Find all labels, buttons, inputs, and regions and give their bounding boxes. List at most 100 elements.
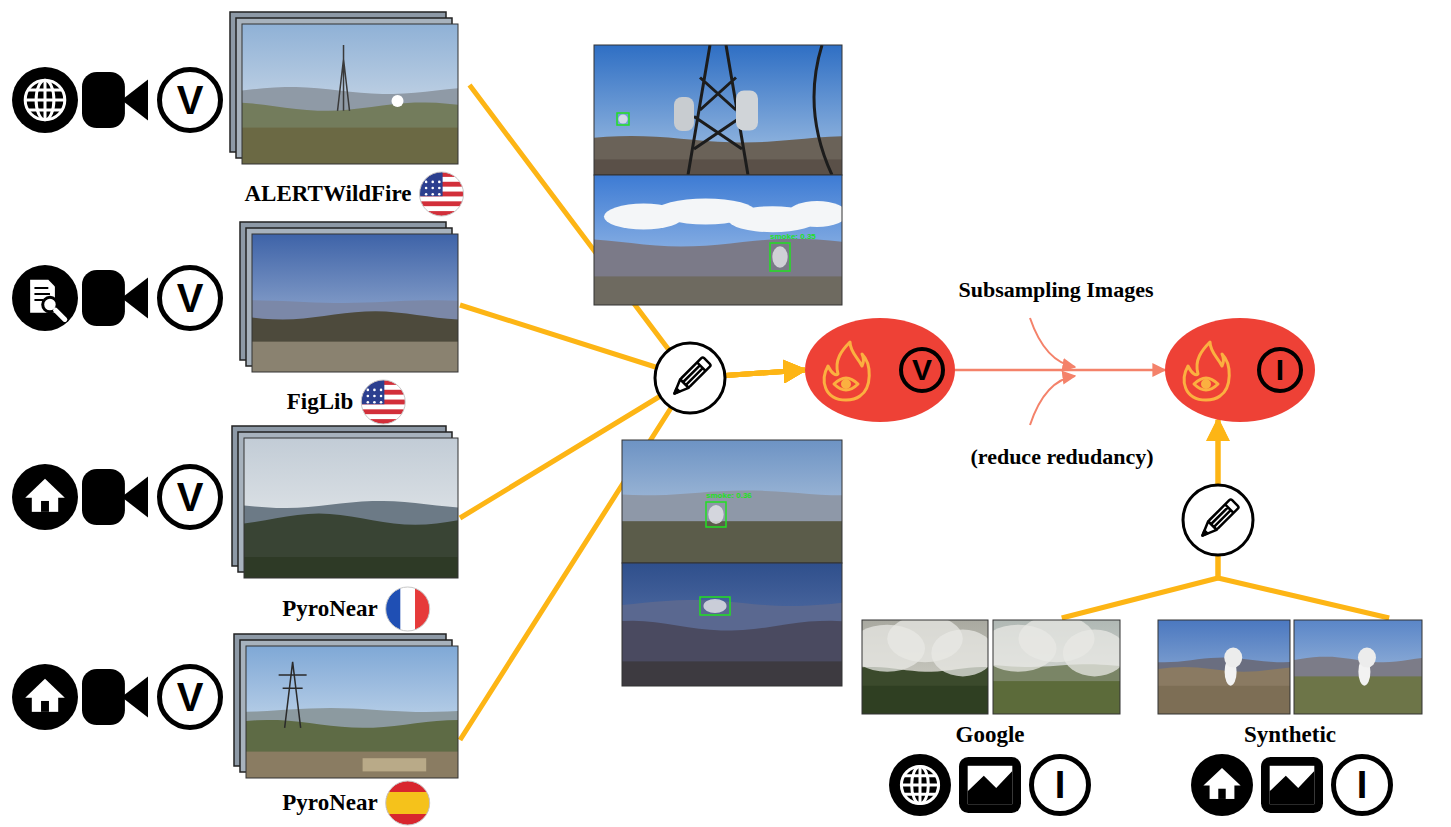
camera-photo bbox=[1294, 620, 1422, 714]
country-flag bbox=[361, 414, 405, 419]
camera-photo bbox=[622, 440, 842, 564]
doc-icon bbox=[12, 265, 78, 331]
country-flag bbox=[373, 401, 376, 404]
label-slot: smoke: 0.35 bbox=[770, 232, 816, 241]
annotation-pencil bbox=[673, 389, 679, 395]
smoke-plume bbox=[618, 114, 627, 123]
camera-photo bbox=[736, 91, 758, 131]
country-flag bbox=[367, 389, 370, 392]
cam-icon bbox=[82, 669, 125, 725]
camera-photo bbox=[1158, 667, 1290, 714]
globe-icon bbox=[25, 80, 65, 120]
ellipse-shape bbox=[1165, 318, 1315, 422]
house-icon bbox=[12, 664, 78, 730]
camera-photo bbox=[622, 563, 842, 687]
country-flag bbox=[425, 187, 428, 190]
label-slot: I bbox=[1331, 754, 1393, 816]
photo-stack bbox=[240, 222, 458, 373]
camera-photo bbox=[242, 102, 458, 164]
ellipse-shape bbox=[1165, 318, 1315, 422]
detection-box bbox=[706, 502, 726, 527]
image-icon bbox=[1270, 771, 1315, 804]
dataset-type-badge: I bbox=[1257, 347, 1303, 393]
cam-icon bbox=[122, 477, 148, 518]
camera-photo bbox=[594, 175, 842, 305]
camera-photo bbox=[1158, 620, 1290, 715]
image-icon bbox=[968, 766, 1013, 804]
country-flag bbox=[420, 206, 464, 211]
globe-icon bbox=[25, 80, 65, 120]
country-flag bbox=[386, 587, 430, 631]
country-flag bbox=[431, 193, 434, 196]
house-icon bbox=[12, 464, 78, 530]
cam-icon bbox=[82, 72, 148, 128]
country-flag bbox=[386, 781, 430, 825]
camera-photo bbox=[849, 615, 994, 715]
camera-photo bbox=[1358, 648, 1376, 668]
camera-photo bbox=[1294, 620, 1422, 714]
camera-photo bbox=[674, 97, 694, 131]
camera-photo bbox=[252, 311, 458, 372]
country-flag bbox=[373, 389, 376, 392]
country-flag bbox=[425, 181, 428, 184]
camera-photo bbox=[594, 175, 847, 306]
country-flag bbox=[386, 587, 430, 631]
detection-box bbox=[770, 243, 790, 271]
photo-stack bbox=[230, 12, 458, 165]
camera-photo bbox=[246, 646, 458, 779]
connectors bbox=[460, 85, 1389, 740]
label-slot: smoke: 0.36 bbox=[706, 491, 752, 500]
country-flag bbox=[386, 781, 430, 825]
house-icon bbox=[12, 464, 78, 530]
country-flag bbox=[431, 181, 434, 184]
annotation-pencil bbox=[1208, 504, 1233, 529]
country-flag bbox=[386, 781, 430, 825]
flow-connector bbox=[460, 305, 805, 378]
country-flag bbox=[386, 587, 401, 631]
camera-photo bbox=[787, 201, 842, 227]
camera-photo bbox=[1063, 629, 1120, 676]
data-type-badge: I bbox=[1331, 754, 1393, 816]
country-flag bbox=[361, 380, 384, 404]
camera-photo bbox=[594, 45, 842, 176]
detection-score: smoke: 0.35 bbox=[770, 232, 816, 241]
camera-photo bbox=[252, 234, 458, 372]
camera-photo bbox=[242, 24, 458, 164]
source-panel: PyroNear bbox=[232, 632, 460, 820]
smoke-plume bbox=[708, 505, 723, 524]
camera-photo bbox=[244, 514, 458, 578]
country-flag bbox=[438, 181, 441, 184]
annotation-pencil bbox=[655, 343, 725, 413]
doc-icon bbox=[12, 265, 78, 331]
image-icon bbox=[959, 757, 1021, 813]
camera-photo bbox=[338, 45, 350, 111]
annotation-pencil bbox=[1183, 485, 1253, 555]
detection-box bbox=[700, 597, 730, 615]
camera-photo bbox=[279, 662, 307, 728]
house-icon bbox=[1191, 754, 1253, 816]
globe-icon bbox=[25, 80, 65, 120]
country-flag bbox=[373, 395, 376, 398]
source-panel: PyroNear bbox=[230, 424, 460, 624]
country-flag bbox=[420, 172, 464, 217]
cam-icon bbox=[82, 270, 148, 326]
country-flag bbox=[438, 193, 441, 196]
label-slot: I bbox=[1029, 754, 1091, 816]
camera-photo bbox=[1158, 620, 1290, 714]
country-flag bbox=[361, 380, 405, 425]
camera-photo bbox=[622, 563, 842, 686]
extra-images bbox=[849, 615, 1422, 715]
camera-photo bbox=[252, 234, 458, 373]
camera-photo bbox=[594, 175, 842, 305]
label-slot: V bbox=[157, 67, 223, 133]
source-panel: ALERTWildFire bbox=[228, 10, 470, 212]
camera-photo bbox=[252, 234, 458, 372]
country-flag bbox=[400, 587, 415, 631]
step-note: (reduce redudancy) bbox=[970, 444, 1153, 469]
house-icon bbox=[1210, 782, 1235, 799]
camera-photo bbox=[244, 557, 458, 578]
data-type-badge: V bbox=[157, 464, 223, 530]
fire-eye-icon bbox=[834, 378, 858, 390]
camera-photo bbox=[252, 234, 458, 372]
